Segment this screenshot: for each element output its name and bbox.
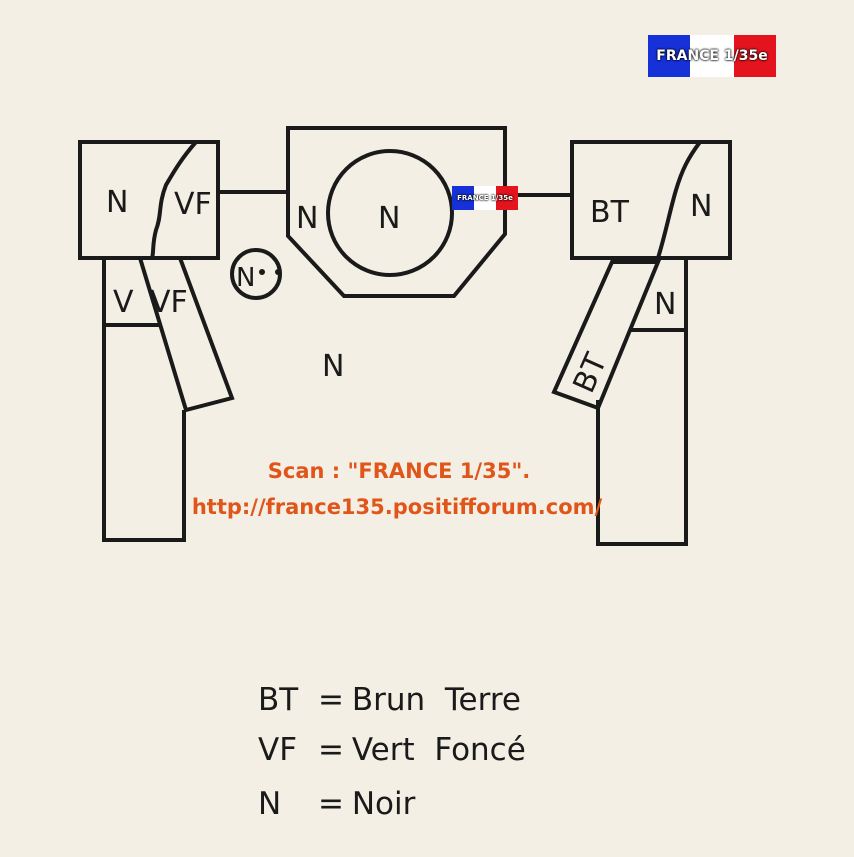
right-lower-box [630, 258, 688, 332]
flag-badge-small: FRANCE 1/35e [452, 186, 518, 210]
legend-equals: = [318, 732, 344, 768]
left-vf-strip [137, 256, 235, 413]
label-left-strip: VF [150, 285, 188, 320]
legend-row-bt: BT = Brun Terre [258, 682, 521, 718]
left-hatch-split [150, 140, 198, 259]
small-hatch-dot-a [259, 269, 265, 275]
watermark-line-1: Scan : "FRANCE 1/35". [267, 459, 531, 483]
hull-right-side [596, 258, 688, 546]
legend-row-n: N = Noir [258, 786, 415, 822]
hull-left-side [102, 256, 186, 542]
legend-meaning: Brun Terre [351, 682, 521, 718]
flag-badge-text: FRANCE 1/35e [656, 48, 768, 64]
flag-badge: FRANCE 1/35e [648, 35, 776, 77]
flag-blue [648, 35, 691, 77]
label-right-hatch-left: BT [590, 195, 630, 230]
label-left-hatch-right: VF [174, 187, 212, 222]
label-right-lower: N [654, 287, 676, 322]
right-hatch-split [656, 140, 702, 259]
legend-meaning: Noir [351, 786, 416, 822]
legend-meaning: Vert Foncé [351, 732, 526, 768]
label-right-hatch-right: N [690, 189, 712, 224]
small-hatch-dot-b [275, 269, 281, 275]
legend-abbr: N [258, 786, 282, 822]
turret-ring [326, 149, 454, 277]
label-turret-center: N [378, 201, 400, 236]
turret-outline [286, 126, 507, 298]
watermark-url: http://france135.positifforum.com/ [191, 495, 603, 519]
legend-abbr: VF [258, 732, 298, 768]
label-hull-body: N [322, 349, 344, 384]
label-left-hatch-left: N [106, 185, 128, 220]
right-bt-strip [551, 260, 661, 411]
legend-row-vf: VF = Vert Foncé [258, 732, 526, 768]
flag-white [690, 35, 734, 77]
flag-small-red [496, 186, 518, 210]
legend-abbr: BT [258, 682, 299, 718]
legend-equals: = [318, 682, 344, 718]
flag-red [733, 35, 776, 77]
flag-small-white [473, 186, 497, 210]
right-hatch-box [570, 140, 732, 260]
label-right-strip: BT [567, 348, 615, 398]
flag-badge-small-text: FRANCE 1/35e [457, 194, 513, 202]
label-left-lower: V [113, 285, 134, 320]
legend-equals: = [318, 786, 344, 822]
flag-small-blue [452, 186, 474, 210]
label-turret-left: N [296, 201, 318, 236]
label-small-hatch: N [236, 263, 255, 293]
